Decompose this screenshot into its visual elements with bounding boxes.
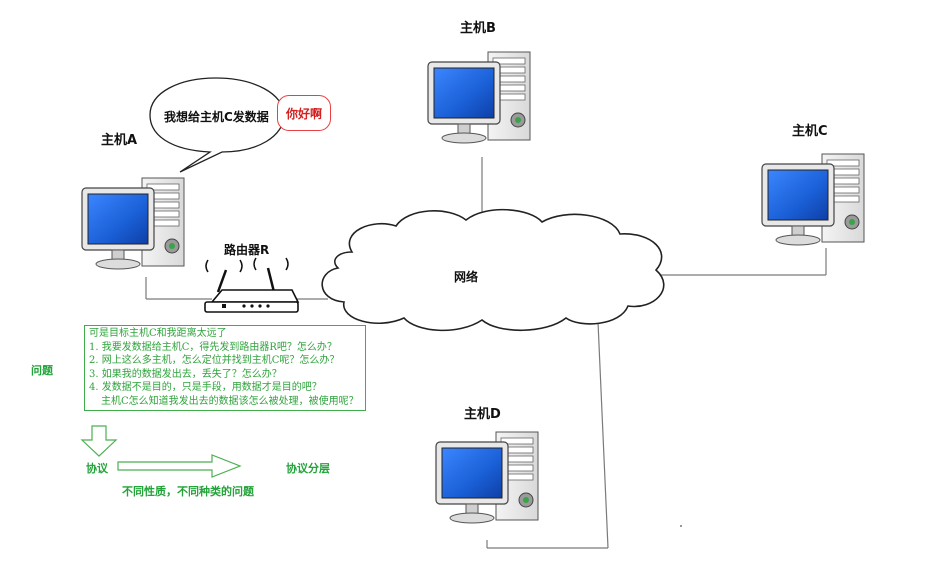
right-arrow-icon [117,454,242,478]
question-item: 2. 网上这么多主机，怎么定位并找到主机C呢？怎么办？ [89,355,340,366]
questions-intro: 可是目标主机C和我距离太远了 [89,328,227,339]
network-cloud [321,208,665,332]
question-item: 4. 发数据不是目的，只是手段，用数据才是目的吧？ [89,382,322,393]
host-d-label: 主机D [464,407,501,422]
network-label: 网络 [454,270,479,284]
router-icon [204,257,300,313]
down-arrow-icon [80,425,118,457]
question-item: 3. 如果我的数据发出去，丢失了？怎么办？ [89,368,282,380]
xieyi-fenceng-label: 协议分层 [286,462,330,475]
questions-box: 可是目标主机C和我距离太远了 1. 我要发数据给主机C，得先发到路由器R吧？怎么… [84,325,366,411]
bottom-note: 不同性质，不同种类的问题 [122,485,254,498]
link-d-cloud-1 [597,321,609,549]
reply-bubble-text: 你好啊 [285,106,322,121]
xieyi-label: 协议 [86,462,108,475]
question-item: 1. 我要发数据给主机C，得先发到路由器R吧？怎么办？ [89,341,337,353]
host-b-computer-icon [427,51,531,144]
host-c-computer-icon [761,153,865,246]
host-a-computer-icon [81,177,185,270]
connection-lines [145,157,827,549]
wenti-label: 问题 [31,364,53,377]
speech-bubble [149,77,285,173]
reply-bubble: 你好啊 [277,95,331,131]
host-a-label: 主机A [101,133,138,148]
speech-bubble-text: 我想给主机C发数据 [164,110,269,124]
host-c-label: 主机C [792,124,828,139]
question-item-continued: 主机C怎么知道我发出去的数据该怎么被处理，被使用呢？ [101,395,359,407]
host-d-computer-icon [435,431,539,524]
router-label: 路由器R [224,243,270,257]
stray-dot [680,525,682,527]
host-b-label: 主机B [460,21,496,36]
